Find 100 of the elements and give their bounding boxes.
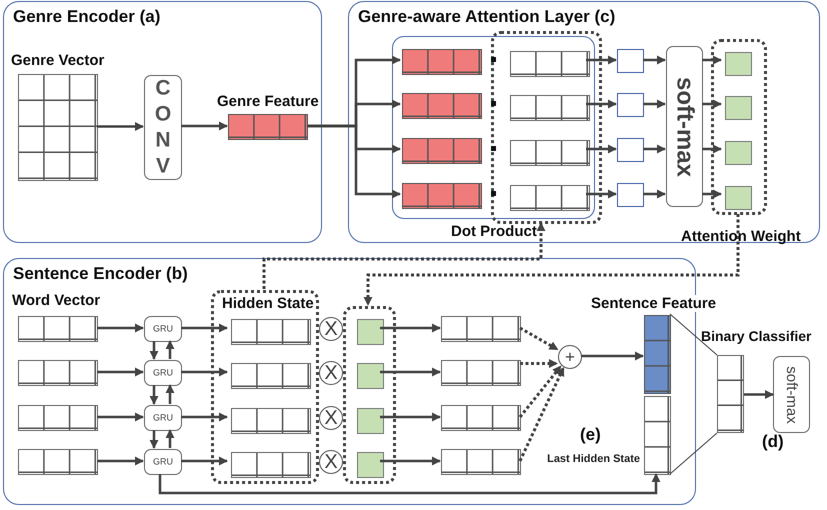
weight-box xyxy=(357,408,384,434)
weight-box xyxy=(357,319,384,345)
vector-box xyxy=(18,405,98,431)
weight-box xyxy=(357,452,384,478)
arrow xyxy=(150,341,158,360)
arrow xyxy=(702,144,722,154)
score-box xyxy=(617,183,644,207)
vector-box xyxy=(231,408,311,434)
vector-box xyxy=(510,140,590,166)
dotted-arrow xyxy=(518,366,565,462)
gru-box xyxy=(144,405,182,431)
part-label: (d) xyxy=(762,432,784,452)
arrow xyxy=(380,412,441,422)
arrow xyxy=(702,100,722,108)
arrow xyxy=(380,324,441,332)
panel-title: Genre-aware Attention Layer (c) xyxy=(358,7,616,27)
dotted-arrow xyxy=(518,365,562,418)
multiply-sign: X xyxy=(324,363,338,383)
arrow xyxy=(150,385,158,405)
part-label: (e) xyxy=(580,425,601,445)
arrow xyxy=(586,56,617,64)
arrow xyxy=(181,456,228,466)
panel-title: Genre Encoder (a) xyxy=(13,7,160,27)
vector-box xyxy=(441,316,521,342)
score-box xyxy=(617,49,644,73)
dotted-group xyxy=(211,290,319,484)
arrow xyxy=(97,456,144,466)
arrow xyxy=(97,324,144,332)
vector-box xyxy=(510,95,590,121)
arrow xyxy=(166,429,174,448)
plus-sign: + xyxy=(565,348,575,366)
weight-box xyxy=(725,186,752,210)
arrow xyxy=(181,324,228,332)
vector-box xyxy=(18,449,98,475)
vector-box xyxy=(441,449,521,475)
arrow xyxy=(97,368,144,376)
weight-box xyxy=(725,141,752,165)
arrow xyxy=(586,100,617,108)
arrow xyxy=(643,100,666,108)
arrow xyxy=(181,122,228,130)
arrow xyxy=(380,456,441,466)
vector-box xyxy=(402,93,482,119)
multiply-circle xyxy=(319,317,343,341)
multiply-circle xyxy=(319,450,343,474)
gru-label: GRU xyxy=(153,324,173,334)
arrow xyxy=(166,340,174,359)
projection-line xyxy=(670,314,718,356)
vector-box xyxy=(441,360,521,386)
vector-label: Genre Vector xyxy=(11,52,104,69)
softmax-label: soft-max xyxy=(670,76,698,177)
vector-box xyxy=(231,363,311,389)
arrow xyxy=(702,190,722,198)
multiply-circle xyxy=(319,361,343,385)
vector-box xyxy=(231,319,311,345)
score-box xyxy=(617,93,644,117)
arrow xyxy=(150,430,158,449)
panel-title: Sentence Encoder (b) xyxy=(13,264,188,284)
arrow xyxy=(643,190,666,198)
arrow xyxy=(166,384,174,404)
dotted-arrow xyxy=(262,222,546,289)
projection-line xyxy=(670,432,718,474)
arrow xyxy=(581,352,644,360)
weight-box xyxy=(725,96,752,120)
arrow xyxy=(643,56,666,64)
dotted-group xyxy=(491,31,602,224)
softmax-label: soft-max xyxy=(783,366,800,424)
group-label: Dot Product xyxy=(451,223,537,240)
arrow xyxy=(181,412,228,422)
vector-box xyxy=(402,183,482,209)
sum-circle xyxy=(558,345,582,369)
gru-label: GRU xyxy=(153,458,173,466)
column-label: Word Vector xyxy=(12,292,100,309)
vector-label: Binary Classifier xyxy=(701,328,812,344)
multiply-sign: X xyxy=(324,319,338,339)
vector-label: Sentence Feature xyxy=(591,295,716,312)
arrow xyxy=(97,122,144,131)
gru-box xyxy=(144,316,182,342)
vector-box xyxy=(402,49,482,75)
side-label: Last Hidden State xyxy=(547,453,640,465)
panel xyxy=(3,1,322,243)
panel xyxy=(348,1,820,243)
multiply-sign: X xyxy=(324,452,338,472)
dotted-arrow xyxy=(519,326,558,351)
group-label: Hidden State xyxy=(222,295,314,312)
arrow xyxy=(181,368,228,376)
arrow xyxy=(702,56,722,64)
vector-box xyxy=(510,51,590,77)
dotted-group xyxy=(343,306,396,484)
dotted-arrow xyxy=(364,214,740,306)
arrow xyxy=(744,390,774,399)
gru-label: GRU xyxy=(153,414,173,422)
arrow xyxy=(586,190,617,198)
arrow xyxy=(97,412,144,422)
arrow xyxy=(307,124,401,198)
weight-box xyxy=(725,52,752,76)
dotted-arrow xyxy=(520,359,558,368)
multiply-sign: X xyxy=(324,408,338,428)
vector-box xyxy=(18,316,98,342)
conv-label: CONV xyxy=(154,75,172,180)
vector-box xyxy=(510,185,590,211)
